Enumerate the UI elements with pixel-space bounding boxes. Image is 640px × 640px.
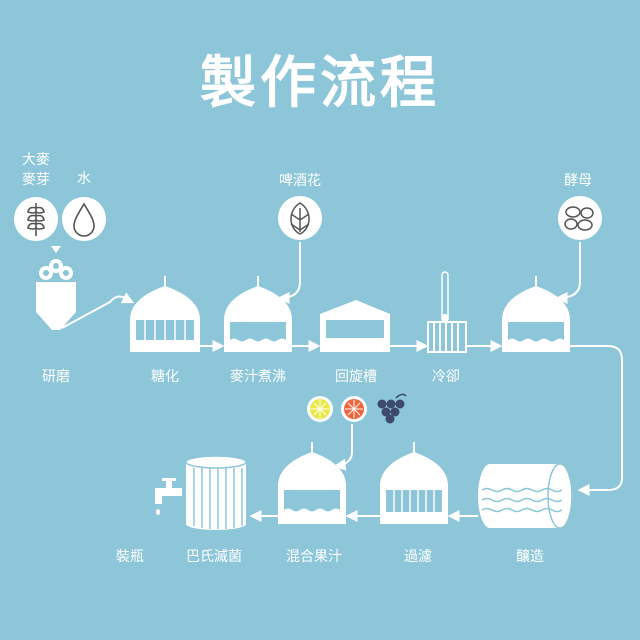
- mill-icon: [36, 259, 76, 330]
- filter-tank-icon: [380, 442, 448, 524]
- cooler-icon: [427, 271, 467, 353]
- label-malt: 大麥 麥芽: [22, 152, 50, 188]
- label-water: 水: [77, 171, 91, 187]
- label-cooling: 冷卻: [432, 369, 460, 385]
- boil-kettle-icon: [224, 276, 292, 352]
- flow-milling-mashing: [61, 292, 135, 329]
- grapefruit-icon: [341, 396, 367, 422]
- grape-icon: [377, 393, 407, 424]
- label-bottling: 裝瓶: [116, 549, 144, 565]
- label-boiling: 麥汁煮沸: [230, 369, 286, 385]
- label-blending: 混合果汁: [286, 549, 342, 565]
- whirlpool-icon: [320, 300, 390, 352]
- label-mashing: 糖化: [151, 369, 179, 385]
- pasteurizer-icon: [185, 455, 247, 530]
- fermenter-top-icon: [502, 276, 570, 352]
- mash-tun-icon: [130, 276, 200, 352]
- faucet-icon: [155, 478, 182, 515]
- label-pasteurization: 巴氏滅菌: [186, 549, 242, 565]
- flow-hops-boiling: [277, 242, 301, 304]
- yeast-icon: [558, 196, 602, 240]
- storage-tank-icon: [478, 463, 573, 529]
- label-fermentation: 釀造: [516, 549, 544, 565]
- flow-fruit-blending: [333, 424, 353, 471]
- flow-fermenter-storage: [570, 345, 623, 496]
- water-drop-icon: [62, 197, 106, 241]
- lemon-icon: [307, 396, 333, 422]
- flow-yeast-fermenter: [555, 242, 581, 304]
- label-whirlpool: 回旋槽: [335, 369, 377, 385]
- label-filtration: 過濾: [404, 549, 432, 565]
- label-yeast: 酵母: [564, 173, 592, 189]
- wheat-icon: [14, 197, 58, 241]
- page-title: 製作流程: [200, 51, 440, 116]
- blending-tank-icon: [278, 442, 346, 524]
- label-hops: 啤酒花: [279, 173, 321, 189]
- label-milling: 研磨: [42, 369, 70, 385]
- hop-icon: [278, 196, 322, 240]
- ingredient-arrow: [51, 246, 61, 253]
